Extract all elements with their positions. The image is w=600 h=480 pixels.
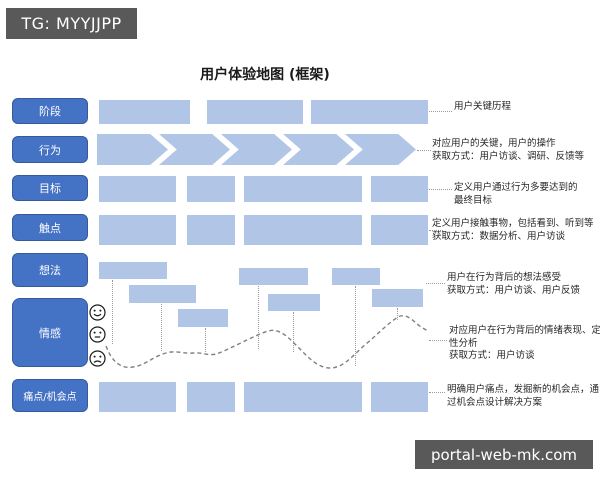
thought-connector-2	[161, 304, 162, 351]
behavior-chevron-5	[345, 134, 416, 165]
leader-goal	[429, 189, 452, 190]
annotation-touchpoint-line1: 定义用户接触事物，包括看到、听到等	[432, 218, 594, 229]
row-label-behavior: 行为	[12, 136, 88, 163]
row-label-painpoints: 痛点/机会点	[12, 379, 88, 412]
annotation-behavior: 对应用户的关键，用户的操作 获取方式：用户访谈、调研、反馈等	[432, 138, 600, 163]
goal-box-2	[187, 176, 235, 202]
annotation-thoughts-line1: 用户在行为背后的想法感受	[447, 272, 562, 283]
thought-box-6	[332, 268, 380, 285]
happy-face-icon	[89, 304, 106, 321]
leader-emotion	[429, 340, 447, 341]
sad-face-icon	[89, 350, 106, 367]
touchpoint-box-3	[244, 215, 362, 245]
painpoint-box-1	[99, 382, 176, 412]
thought-box-7	[372, 289, 423, 307]
annotation-stage-line1: 用户关键历程	[454, 101, 512, 112]
annotation-behavior-line2: 获取方式：用户访谈、调研、反馈等	[432, 150, 585, 162]
row-label-goal: 目标	[12, 175, 88, 201]
leader-painpoints	[429, 392, 445, 393]
neutral-face-icon	[89, 326, 106, 343]
behavior-chevron-1	[97, 134, 168, 165]
row-label-emotion: 情感	[12, 298, 88, 367]
goal-box-3	[244, 176, 362, 202]
stage-box-2	[207, 100, 303, 124]
thought-connector-6	[355, 286, 356, 366]
thought-connector-3	[205, 328, 206, 352]
thought-box-3	[178, 309, 228, 327]
annotation-goal: 定义用户通过行为多要达到的 最终目标	[454, 182, 599, 207]
thought-box-4	[239, 268, 308, 285]
watermark-top: TG: MYYJJPP	[6, 8, 137, 39]
painpoint-box-3	[244, 382, 362, 412]
watermark-bottom: portal-web-mk.com	[415, 440, 593, 469]
behavior-chevron-4	[283, 134, 354, 165]
thought-connector-4	[258, 286, 259, 349]
stage-box-1	[99, 100, 190, 124]
goal-box-1	[99, 176, 176, 202]
annotation-touchpoint: 定义用户接触事物，包括看到、听到等 获取方式：数据分析、用户访谈	[432, 218, 600, 243]
painpoint-box-2	[187, 382, 235, 412]
annotation-emotion-line2: 获取方式：用户访谈	[449, 350, 535, 361]
annotation-thoughts: 用户在行为背后的想法感受 获取方式：用户访谈、用户反馈	[447, 272, 597, 297]
annotation-thoughts-line2: 获取方式：用户访谈、用户反馈	[447, 284, 581, 296]
thought-box-2	[129, 285, 196, 303]
page-title: 用户体验地图 (框架)	[200, 67, 330, 83]
annotation-behavior-line1: 对应用户的关键，用户的操作	[432, 138, 556, 149]
thought-box-5	[268, 294, 320, 311]
thought-box-1	[99, 262, 167, 279]
leader-touchpoint	[429, 230, 443, 231]
row-label-touchpoint: 触点	[12, 214, 88, 241]
annotation-painpoints: 明确用户痛点，发掘新的机会点，通过机会点设计解决方案	[447, 384, 600, 409]
thought-connector-5	[293, 312, 294, 352]
stage-box-3	[311, 100, 428, 124]
annotation-emotion: 对应用户在行为背后的情绪表现、定性分析 获取方式：用户访谈	[449, 325, 600, 363]
annotation-touchpoint-line2: 获取方式：数据分析、用户访谈	[432, 230, 566, 242]
thought-connector-7	[397, 308, 398, 320]
annotation-stage: 用户关键历程	[454, 101, 594, 114]
leader-thoughts	[426, 283, 445, 284]
annotation-goal-line1: 定义用户通过行为多要达到的	[454, 182, 578, 193]
annotation-painpoints-line1: 明确用户痛点，发掘新的机会点，通过机会点设计解决方案	[447, 384, 600, 408]
thought-connector-1	[112, 280, 113, 344]
behavior-chevron-2	[159, 134, 230, 165]
row-label-thoughts: 想法	[12, 253, 88, 287]
painpoint-box-4	[371, 382, 428, 412]
behavior-chevron-3	[221, 134, 292, 165]
leader-stage	[429, 111, 452, 112]
annotation-goal-line2: 最终目标	[454, 194, 493, 206]
touchpoint-box-1	[99, 215, 176, 245]
touchpoint-box-2	[187, 215, 235, 245]
annotation-emotion-line1: 对应用户在行为背后的情绪表现、定性分析	[449, 325, 600, 349]
goal-box-4	[371, 176, 428, 202]
touchpoint-box-4	[371, 215, 428, 245]
leader-behavior	[417, 150, 431, 151]
row-label-stage: 阶段	[12, 98, 88, 124]
